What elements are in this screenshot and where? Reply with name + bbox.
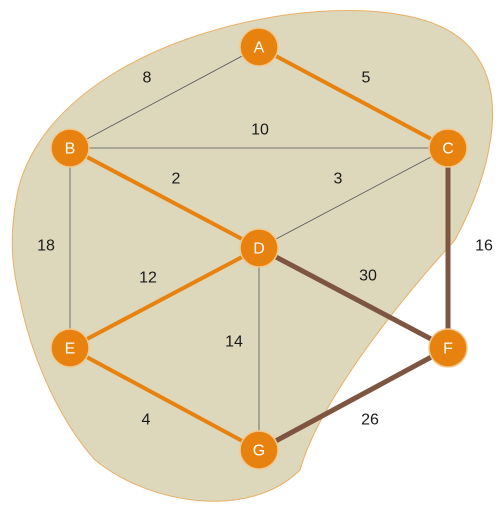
nodes-layer: A B C D E F G: [50, 27, 468, 470]
edge-a-b: [69, 46, 260, 149]
node-circle: [50, 128, 90, 168]
node-circle: [239, 27, 279, 67]
edge-weight-e-g: 4: [142, 412, 151, 429]
edge-weight-d-g: 14: [225, 334, 243, 351]
edges-layer: [69, 45, 451, 453]
edge-weight-a-c: 5: [362, 70, 371, 87]
node-label: C: [442, 141, 454, 158]
edge-weight-b-c: 10: [251, 122, 269, 139]
node-g: G: [239, 430, 279, 470]
node-label: B: [65, 141, 76, 158]
node-circle: [428, 328, 468, 368]
edge-weight-c-f: 16: [475, 238, 493, 255]
node-label: G: [253, 443, 265, 460]
node-d: D: [239, 228, 279, 268]
edge-weight-b-e: 18: [37, 238, 55, 255]
node-circle: [239, 430, 279, 470]
node-circle: [428, 128, 468, 168]
edge-b-d: [69, 146, 260, 250]
node-label: E: [65, 341, 76, 358]
edge-weight-b-d: 2: [172, 171, 181, 188]
node-circle: [239, 228, 279, 268]
edge-weight-d-f: 30: [359, 268, 377, 285]
node-label: D: [253, 241, 265, 258]
node-label: A: [254, 40, 265, 57]
edge-e-g: [69, 346, 260, 452]
edge-weight-c-d: 3: [334, 171, 343, 188]
edge-f-g: [257, 345, 450, 453]
edge-d-e: [69, 246, 260, 350]
edge-a-c: [258, 45, 449, 150]
edge-d-f: [257, 245, 450, 351]
weights-layer: 8 5 10 2 3 18 16 12 30 14 4 26: [37, 70, 493, 429]
node-f: F: [428, 328, 468, 368]
edge-weight-a-b: 8: [143, 70, 152, 87]
node-b: B: [50, 128, 90, 168]
node-e: E: [50, 328, 90, 368]
edge-weight-d-e: 12: [139, 270, 157, 287]
node-a: A: [239, 27, 279, 67]
node-circle: [50, 328, 90, 368]
node-c: C: [428, 128, 468, 168]
edge-weight-f-g: 26: [361, 412, 379, 429]
node-label: F: [443, 341, 453, 358]
edge-c-d: [258, 147, 449, 249]
